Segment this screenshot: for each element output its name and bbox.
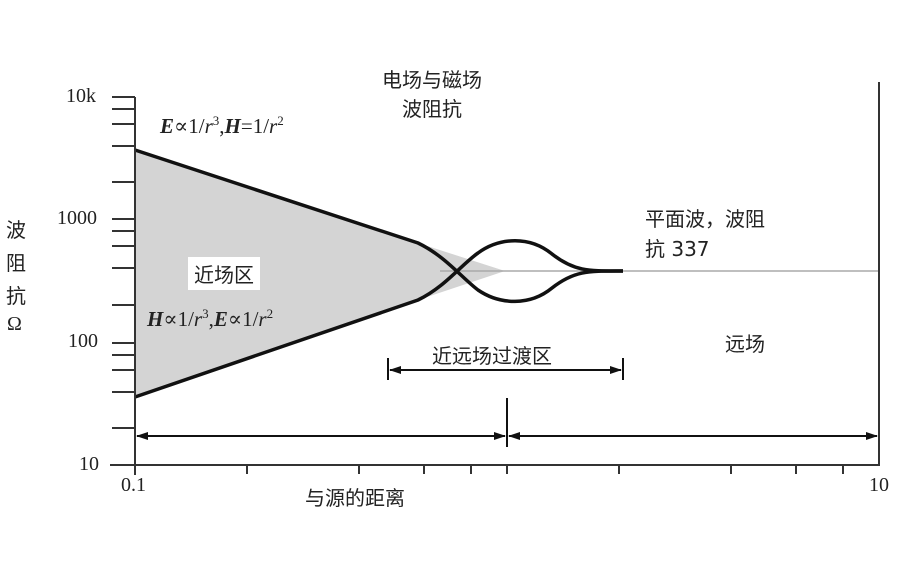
near-field-region <box>135 150 505 397</box>
h-dominant-formula: H∝1/r3,E∝1/r2 <box>147 306 274 331</box>
plane-wave-label-line1: 平面波，波阻 <box>645 207 765 231</box>
transition-label: 近远场过渡区 <box>432 344 552 368</box>
h-dominant-curve <box>134 239 624 399</box>
y-axis-label-char-1: 波 <box>6 218 26 242</box>
e-dominant-formula: E∝1/r3,H=1/r2 <box>160 113 284 138</box>
chart-title-line2: 波阻抗 <box>402 97 462 121</box>
x-tick-0-1: 0.1 <box>121 474 146 496</box>
y-axis-label-char-3: 抗 <box>6 284 26 308</box>
y-tick-1000: 1000 <box>57 207 97 229</box>
y-axis-label-char-2: 阻 <box>6 251 26 275</box>
x-axis-label: 与源的距离 <box>305 486 405 510</box>
y-tick-10: 10 <box>79 453 99 475</box>
y-major-ticks <box>112 96 135 344</box>
y-minor-ticks <box>112 108 135 429</box>
x-tick-10: 10 <box>869 474 889 496</box>
far-field-label: 远场 <box>725 332 765 356</box>
near-field-label: 近场区 <box>188 257 260 290</box>
y-tick-10k: 10k <box>66 85 96 107</box>
x-minor-ticks <box>246 465 844 474</box>
chart-title-line1: 电场与磁场 <box>382 68 482 92</box>
y-axis-label-unit: Ω <box>7 313 22 335</box>
y-tick-100: 100 <box>68 330 98 352</box>
plane-wave-label-line2: 抗 337 <box>645 237 710 261</box>
e-dominant-curve <box>134 148 624 304</box>
